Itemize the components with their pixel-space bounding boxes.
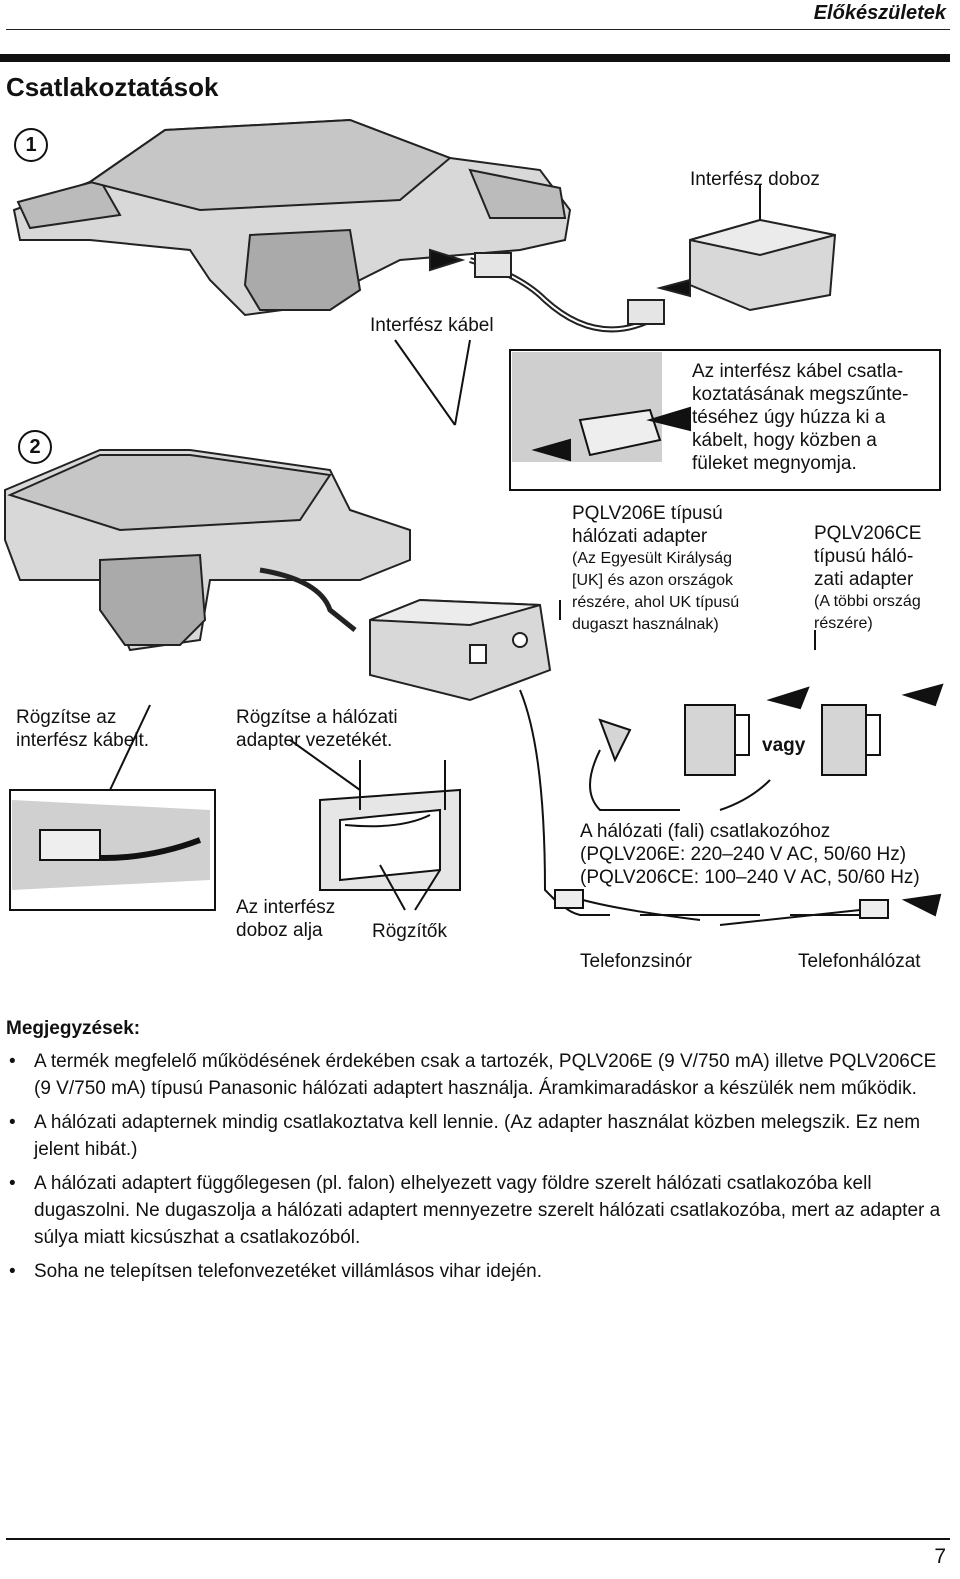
step-2-marker: 2	[18, 430, 52, 464]
speakerphone-unit-1	[12, 118, 572, 317]
adapter-eu-icon	[821, 704, 867, 776]
adapter-uk-icon	[684, 704, 736, 776]
disconnect-note: Az interfész kábel csatla- koztatásának …	[692, 361, 909, 474]
note-item: A hálózati adapternek mindig csatlakozta…	[6, 1109, 941, 1163]
page-title: Csatlakoztatások	[6, 72, 219, 102]
connection-illustration	[4, 118, 944, 926]
adapter-ce-label: PQLV206CE típusú háló- zati adapter (A t…	[814, 523, 922, 632]
adapter-e-label: PQLV206E típusú hálózati adapter (Az Egy…	[572, 503, 740, 633]
box-bottom-label: Az interfész doboz alja	[236, 897, 336, 941]
notes-list: A termék megfelelő működésének érdekében…	[6, 1048, 941, 1292]
page-number: 7	[934, 1545, 946, 1568]
outlet-label: A hálózati (fali) csatlakozóhoz (PQLV206…	[580, 821, 920, 888]
note-item: Soha ne telepítsen telefonvezetéket vill…	[6, 1258, 941, 1285]
footer-rule	[6, 1538, 950, 1540]
header-bar	[0, 54, 950, 62]
interface-box-2	[369, 598, 552, 702]
phone-network-label: Telefonhálózat	[798, 951, 921, 972]
or-label: vagy	[762, 735, 806, 756]
interface-cable-label: Interfész kábel	[370, 315, 494, 336]
note-item: A hálózati adaptert függőlegesen (pl. fa…	[6, 1170, 941, 1251]
speakerphone-unit-2	[4, 449, 411, 652]
fasteners-label: Rögzítők	[372, 921, 447, 942]
phone-cord-label: Telefonzsinór	[580, 951, 692, 972]
step-1-marker: 1	[14, 128, 48, 162]
note-item: A termék megfelelő működésének érdekében…	[6, 1048, 941, 1102]
header-section-title: Előkészületek	[813, 2, 946, 24]
interface-box-1	[689, 218, 837, 312]
fix-adapter-label: Rögzítse a hálózati adapter vezetékét.	[236, 707, 398, 751]
fix-cable-label: Rögzítse az interfész kábelt.	[16, 707, 150, 751]
header-rule	[6, 29, 950, 30]
notes-title: Megjegyzések:	[6, 1018, 141, 1039]
interface-box-label: Interfész doboz	[690, 169, 820, 190]
box-bottom-illustration	[319, 760, 461, 911]
